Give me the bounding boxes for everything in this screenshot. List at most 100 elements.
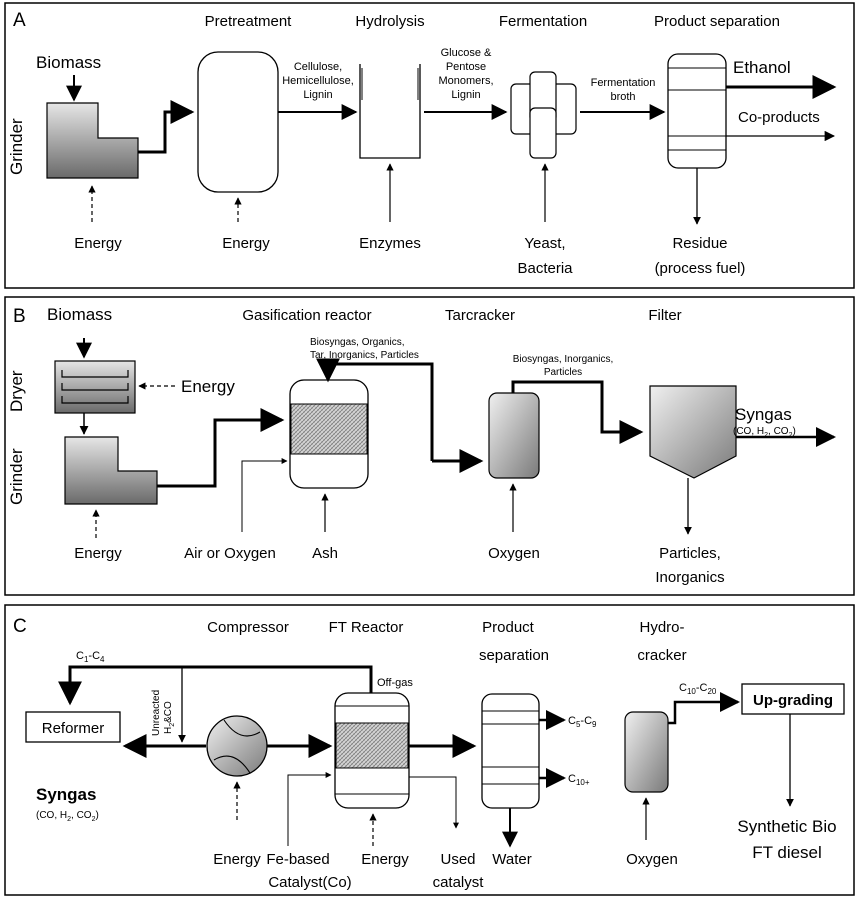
air-oxygen-label: Air or Oxygen <box>184 545 276 562</box>
enzymes-label: Enzymes <box>359 235 421 252</box>
c1c4-c: -C <box>88 650 100 662</box>
stage-gasification: Gasification reactor <box>242 307 371 324</box>
c10c20-d: 20 <box>707 687 716 696</box>
oxygen-label-c: Oxygen <box>626 851 678 868</box>
used-catalyst-line2: catalyst <box>433 874 485 891</box>
flow-label-b2-line2: Particles <box>544 367 582 378</box>
stage-hydrolysis: Hydrolysis <box>355 13 424 30</box>
flow-label-b1-line1: Biosyngas, Organics, <box>310 337 405 348</box>
flow-label-a2-line2: Pentose <box>446 61 486 73</box>
syngas-comp-c-e: ) <box>95 810 98 821</box>
yeast-label-line1: Yeast, <box>524 235 565 252</box>
oxygen-label-b: Oxygen <box>488 545 540 562</box>
hydrolysis-tank <box>359 64 421 159</box>
gasifier-bed <box>290 403 368 455</box>
flow-tarcracker-filter <box>511 380 644 444</box>
panel-c-letter: C <box>13 616 27 637</box>
energy-label-ft: Energy <box>361 851 409 868</box>
energy-label-a2: Energy <box>222 235 270 252</box>
syngas-comp-c: (CO, H2, CO2) <box>36 810 99 823</box>
fermentation-vessels <box>510 71 577 159</box>
dryer-label: Dryer <box>7 370 26 412</box>
panel-c-border <box>4 604 855 896</box>
stage-hydrocracker-line1: Hydro- <box>639 619 684 636</box>
syngas-comp-c-c: , CO <box>71 810 92 821</box>
c5c9-label: C5-C9 <box>568 715 597 729</box>
residue-label-line1: Residue <box>672 235 727 252</box>
panel-a: A Pretreatment Hydrolysis Fermentation P… <box>4 2 855 289</box>
pretreatment-reactor <box>197 51 279 193</box>
ft-reactor-bed <box>335 722 409 769</box>
output-label-line2: FT diesel <box>752 843 822 862</box>
c10plus-label: C10+ <box>568 773 590 787</box>
flow-label-a1-line1: Cellulose, <box>294 61 342 73</box>
c1c4-b: 1 <box>84 655 89 664</box>
flow-label-a2-line3: Monomers, <box>438 75 493 87</box>
upgrading-label: Up-grading <box>753 692 833 709</box>
yeast-label-line2: Bacteria <box>517 260 573 277</box>
unreacted-label-line2: H2&CO <box>163 701 176 734</box>
syngas-comp-b-a: (CO, H <box>733 426 764 437</box>
stage-product-separation: Product separation <box>654 13 780 30</box>
coproducts-label: Co-products <box>738 109 820 126</box>
stage-fermentation: Fermentation <box>499 13 587 30</box>
panel-a-border <box>4 2 855 289</box>
stage-product-separation-c-line2: separation <box>479 647 549 664</box>
c1c4-d: 4 <box>100 655 105 664</box>
output-label-line1: Synthetic Bio <box>737 817 836 836</box>
syngas-label-b: Syngas <box>735 405 792 424</box>
energy-label-a1: Energy <box>74 235 122 252</box>
dryer <box>54 360 136 414</box>
grinder-a <box>46 102 139 179</box>
c10c20-c: -C <box>696 682 708 694</box>
panel-c: C Compressor FT Reactor Product separati… <box>4 604 855 896</box>
flow-label-a1-line2: Hemicellulose, <box>282 75 354 87</box>
ash-label: Ash <box>312 545 338 562</box>
syngas-comp-c-a: (CO, H <box>36 810 67 821</box>
c1c4-a: C <box>76 650 84 662</box>
energy-label-dryer: Energy <box>181 377 235 396</box>
flow-gasifier-top <box>316 358 434 461</box>
c10plus-b: 10+ <box>576 778 590 787</box>
grinder-b <box>64 436 158 505</box>
grinder-label-a: Grinder <box>7 118 26 175</box>
flow-label-b2-line1: Biosyngas, Inorganics, <box>513 354 614 365</box>
syngas-comp-c-d: 2 <box>92 816 96 823</box>
unreacted-label-line1: Unreacted <box>151 690 162 736</box>
stage-hydrocracker-line2: cracker <box>637 647 686 664</box>
filter <box>649 385 737 479</box>
c10c20-b: 10 <box>687 687 696 696</box>
hydrocracker <box>624 711 669 793</box>
stage-product-separation-c-line1: Product <box>482 619 535 636</box>
syngas-comp-c-b: 2 <box>67 816 71 823</box>
ethanol-label: Ethanol <box>733 58 791 77</box>
stage-ft-reactor: FT Reactor <box>329 619 404 636</box>
flow-grinder-gasifier <box>157 408 285 488</box>
energy-label-grinder: Energy <box>74 545 122 562</box>
syngas-comp-b: (CO, H2, CO2) <box>733 426 796 439</box>
panel-b: B Biomass Gasification reactor Tarcracke… <box>4 296 855 596</box>
c1c4-label: C1-C4 <box>76 650 105 664</box>
syngas-comp-b-d: 2 <box>789 432 793 439</box>
particles-label-line1: Particles, <box>659 545 721 562</box>
flow-grinder-pretreatment <box>138 100 195 154</box>
tarcracker <box>488 392 540 479</box>
water-label: Water <box>492 851 531 868</box>
syngas-comp-b-b: 2 <box>764 432 768 439</box>
flow-label-b1-line2: Tar, Inorganics, Particles <box>310 350 419 361</box>
energy-label-compressor: Energy <box>213 851 261 868</box>
unreacted-h: H <box>163 727 174 734</box>
c5c9-b: 5 <box>576 720 581 729</box>
flow-hydrocracker-upgrading <box>668 692 740 725</box>
flow-label-a1-line3: Lignin <box>303 89 332 101</box>
c10plus-a: C <box>568 773 576 785</box>
air-feed-line <box>241 458 288 532</box>
flow-label-a2-line4: Lignin <box>451 89 480 101</box>
used-catalyst-line <box>409 776 459 829</box>
catalyst-label-line1: Fe-based <box>266 851 329 868</box>
upgrading-box <box>741 683 845 715</box>
unreacted-co: &CO <box>163 701 174 723</box>
syngas-label-c: Syngas <box>36 785 96 804</box>
c5c9-d: 9 <box>592 720 597 729</box>
